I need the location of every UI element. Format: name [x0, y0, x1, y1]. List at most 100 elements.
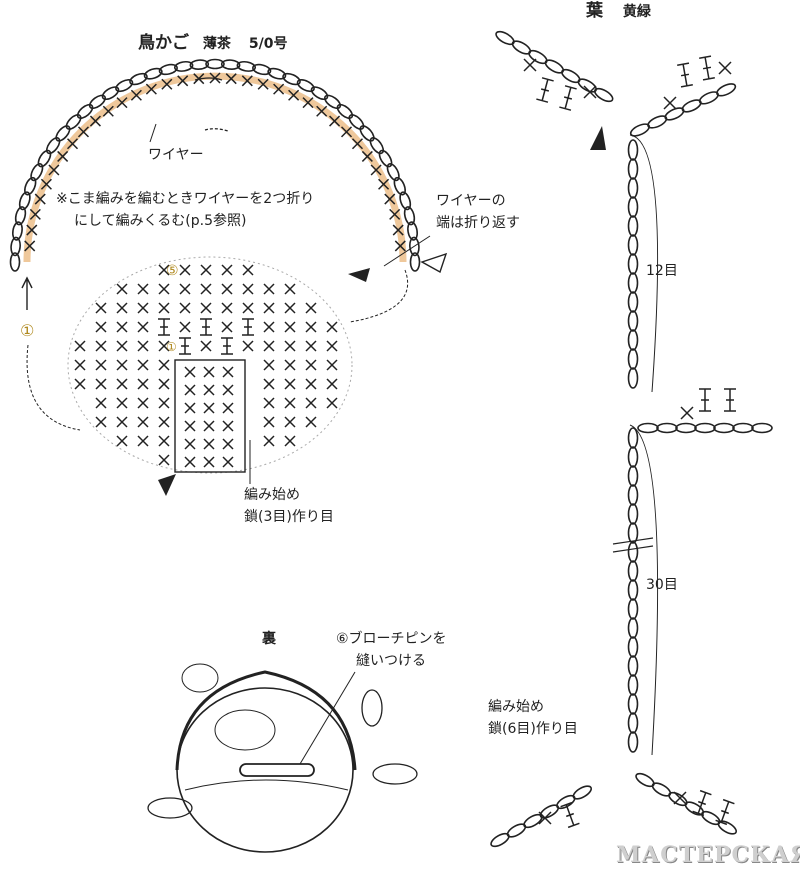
leaf-right	[372, 763, 418, 785]
chain-stitch	[713, 422, 735, 434]
single-crochet-mark	[95, 416, 107, 428]
chain-stitch	[698, 91, 719, 105]
single-crochet-mark	[221, 264, 233, 276]
chain-stitch	[76, 103, 94, 120]
single-crochet-mark	[340, 126, 353, 138]
single-crochet-mark	[222, 384, 234, 396]
leader-line	[383, 235, 431, 267]
chain-stitch	[593, 87, 614, 103]
single-crochet-mark	[305, 416, 317, 428]
end-triangle-icon	[420, 252, 448, 274]
chain-stitch	[627, 655, 639, 677]
single-crochet-mark	[26, 224, 38, 236]
chain-stitch	[101, 86, 120, 101]
single-crochet-mark	[242, 264, 254, 276]
chain-stitch	[506, 823, 527, 838]
single-crochet-mark	[179, 283, 191, 295]
single-crochet-mark	[116, 435, 128, 447]
leaf-count-12: 12目	[646, 263, 678, 279]
single-crochet-mark	[273, 83, 285, 95]
single-crochet-mark	[34, 193, 46, 205]
birdcage-start-line2: 鎖(3目)作り目	[244, 509, 334, 525]
single-crochet-mark	[225, 73, 237, 85]
chain-stitch	[627, 693, 639, 715]
chain-stitch	[369, 137, 385, 155]
chain-stitch	[627, 310, 639, 332]
single-crochet-mark	[116, 283, 128, 295]
chain-stitch	[627, 579, 639, 601]
wire-end-line1: ワイヤーの	[436, 193, 506, 209]
chain-stitch	[409, 236, 420, 257]
chain-stitch	[18, 191, 31, 211]
leaf-yarn-color: 黄緑	[622, 4, 651, 20]
chain-stitch	[393, 176, 406, 196]
leaf-count-30: 30目	[646, 577, 678, 593]
single-crochet-mark	[137, 397, 149, 409]
chain-stitch	[627, 465, 639, 487]
single-crochet-mark	[40, 178, 52, 190]
chain-stitch	[627, 522, 639, 544]
chain-stitch	[45, 137, 61, 155]
chain-stitch	[378, 149, 393, 168]
chain-stitch	[627, 272, 639, 294]
chain-stitch	[324, 94, 342, 110]
single-crochet-mark	[95, 321, 107, 333]
single-crochet-mark	[222, 402, 234, 414]
chain-stitch	[627, 177, 639, 199]
single-crochet-mark	[284, 283, 296, 295]
single-crochet-mark	[184, 438, 196, 450]
leader-line	[299, 671, 356, 765]
chain-stitch	[627, 427, 639, 449]
single-crochet-mark	[222, 438, 234, 450]
starting-chain-frame	[174, 359, 246, 473]
back-line	[184, 779, 349, 791]
single-crochet-mark	[523, 58, 537, 72]
body-outline	[67, 256, 353, 474]
row-marker-1: ①	[20, 321, 35, 340]
chain-stitch	[627, 348, 639, 370]
chain-stitch	[701, 810, 721, 826]
chain-stitch	[627, 446, 639, 468]
single-crochet-mark	[48, 164, 60, 176]
single-crochet-mark	[74, 359, 86, 371]
single-crochet-mark	[538, 811, 552, 825]
chain-stitch	[577, 78, 598, 93]
single-crochet-mark	[242, 302, 254, 314]
single-crochet-mark	[329, 115, 341, 127]
single-crochet-mark	[326, 340, 338, 352]
pin-line2: 縫いつける	[356, 653, 426, 669]
chain-stitch	[635, 772, 655, 788]
single-crochet-mark	[57, 150, 69, 162]
chain-stitch	[37, 149, 52, 168]
chain-stitch	[409, 252, 421, 272]
single-crochet-mark	[137, 378, 149, 390]
wire	[23, 72, 407, 263]
single-crochet-mark	[158, 359, 170, 371]
single-crochet-mark	[200, 283, 212, 295]
leaf-left	[147, 797, 193, 819]
chain-stitch	[627, 598, 639, 620]
chain-stitch	[528, 49, 548, 65]
chain-stitch	[627, 712, 639, 734]
single-crochet-mark	[203, 366, 215, 378]
single-crochet-mark	[242, 340, 254, 352]
chain-stitch	[336, 103, 354, 120]
single-crochet-mark	[305, 321, 317, 333]
dashed-arrow	[349, 269, 409, 323]
chain-stitch	[556, 794, 576, 810]
single-crochet-mark	[305, 359, 317, 371]
single-crochet-mark	[137, 302, 149, 314]
single-crochet-mark	[184, 384, 196, 396]
single-crochet-mark	[158, 340, 170, 352]
single-crochet-mark	[221, 302, 233, 314]
chain-stitch	[572, 785, 593, 800]
chain-stitch	[65, 114, 82, 130]
single-crochet-mark	[95, 302, 107, 314]
single-crochet-mark	[116, 359, 128, 371]
single-crochet-mark	[326, 378, 338, 390]
single-crochet-mark	[179, 302, 191, 314]
chain-stitch	[627, 636, 639, 658]
single-crochet-mark	[242, 283, 254, 295]
chain-stitch	[236, 60, 257, 72]
